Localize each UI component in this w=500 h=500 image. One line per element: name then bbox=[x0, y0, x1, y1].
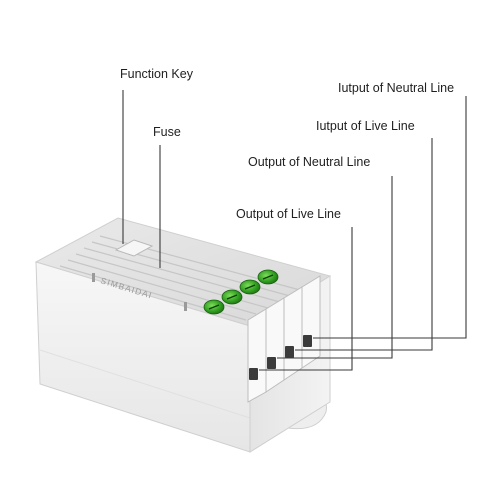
function-key-button[interactable] bbox=[114, 239, 154, 257]
label-input-live: Iutput of Live Line bbox=[316, 119, 415, 133]
terminal-openings bbox=[249, 335, 312, 380]
terminal-output-live bbox=[249, 368, 258, 380]
leader-lines bbox=[122, 90, 467, 371]
label-output-live: Output of Live Line bbox=[236, 207, 341, 221]
leader-output-neutral bbox=[277, 176, 393, 359]
front-seam bbox=[39, 349, 251, 419]
terminal-output-neutral bbox=[267, 357, 276, 369]
leader-input-live bbox=[295, 138, 433, 351]
labels: Function Key Fuse Iutput of Neutral Line… bbox=[120, 67, 454, 221]
relay-module: SIMBAIDAI bbox=[34, 217, 332, 453]
leader-output-live bbox=[259, 227, 353, 371]
brand-mark-left bbox=[92, 273, 95, 282]
label-output-neutral: Output of Neutral Line bbox=[248, 155, 370, 169]
label-function-key: Function Key bbox=[120, 67, 194, 81]
leader-input-neutral bbox=[313, 96, 467, 339]
brand-mark-right bbox=[184, 302, 187, 311]
terminal-input-neutral bbox=[303, 335, 312, 347]
terminal-input-live bbox=[285, 346, 294, 358]
screw-slots bbox=[208, 274, 274, 310]
label-input-neutral: Iutput of Neutral Line bbox=[338, 81, 454, 95]
label-fuse: Fuse bbox=[153, 125, 181, 139]
